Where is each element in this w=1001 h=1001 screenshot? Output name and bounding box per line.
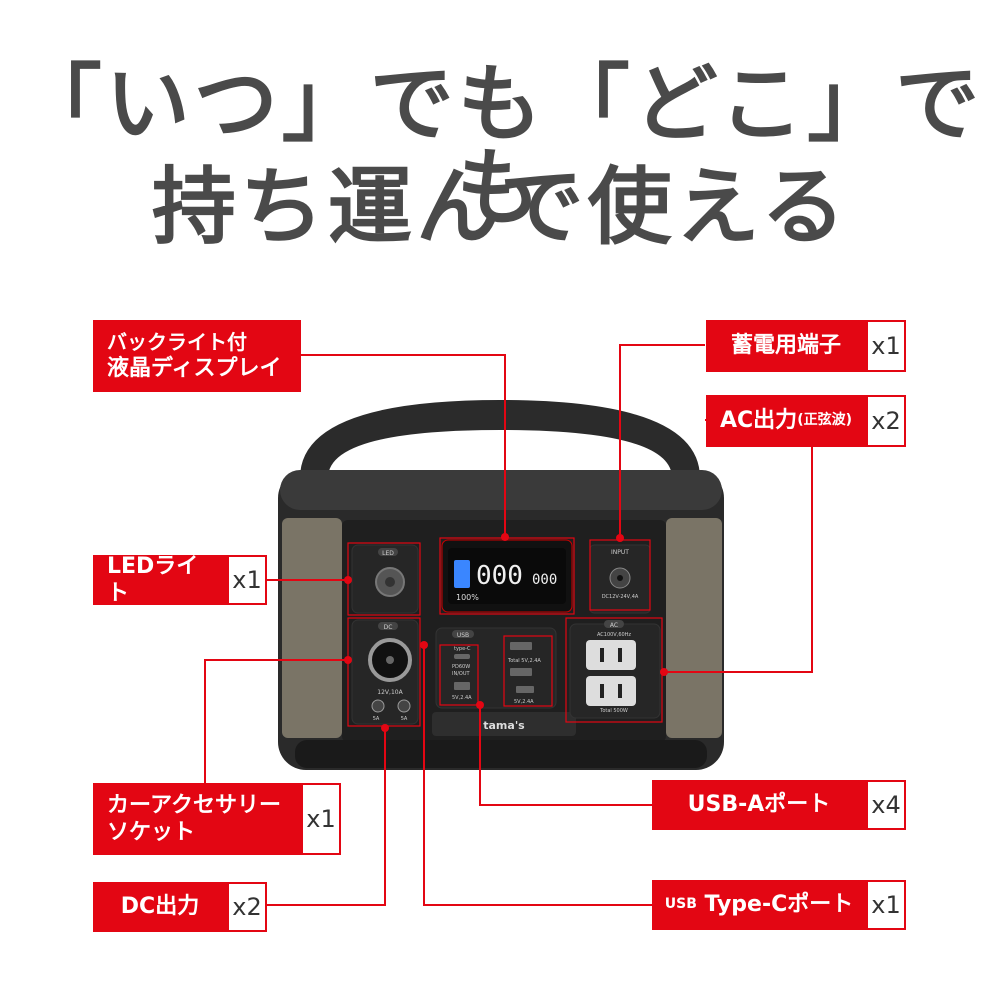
headline-line1: 「いつ」でも「どこ」でも <box>17 55 984 237</box>
usb-total-spec: Total 5V,2.4A <box>507 658 541 664</box>
side-panel-left <box>282 518 342 738</box>
battery-percent: 100% <box>456 593 479 602</box>
dc-callout-label: DC出力 <box>120 894 200 920</box>
ac-outlet-1 <box>586 640 636 670</box>
display-line2: 液晶ディスプレイ <box>107 355 282 381</box>
ac-count: x2 <box>866 395 906 447</box>
brand-logo: tama's <box>483 719 525 732</box>
pd-label: PD60W <box>452 664 470 670</box>
device-base <box>295 740 707 768</box>
ac-outlet-2 <box>586 676 636 706</box>
usba-count: x4 <box>866 780 906 830</box>
battery-icon <box>454 560 470 588</box>
dc-port-right <box>397 699 411 713</box>
usb-a-port-1 <box>510 642 532 650</box>
typec-label: type-C <box>454 646 471 652</box>
usba-label: USB-Aポート <box>687 792 831 818</box>
usb-a-port-left <box>454 682 470 690</box>
ac-label: AC <box>610 622 618 629</box>
side-panel-right <box>666 518 722 738</box>
headline-line2: 持ち運んで使える <box>151 158 850 256</box>
dc-amp-left: 5A <box>373 716 380 722</box>
car-line2: ソケット <box>107 820 196 845</box>
usb-bottom-spec: 5V,2.4A <box>514 699 534 705</box>
dc-spec: 12V,10A <box>377 689 403 696</box>
lcd-digits-main: 000 <box>476 561 523 591</box>
callout-usb-c: USB Type-Cポート x1 <box>652 880 906 930</box>
ac-callout-sub: (正弦波) <box>797 412 852 429</box>
callout-usb-a: USB-Aポート x4 <box>652 780 906 830</box>
usbc-count: x1 <box>866 880 906 930</box>
lcd-digits-sub: 000 <box>532 572 557 588</box>
car-count: x1 <box>301 783 341 855</box>
dc-count: x2 <box>227 882 267 932</box>
led-label: LED <box>382 550 394 557</box>
lcd-screen <box>448 548 566 604</box>
callout-display: バックライト付 液晶ディスプレイ <box>93 320 301 392</box>
usbc-label: Type-Cポート <box>696 892 854 918</box>
dc-amp-right: 5A <box>401 716 408 722</box>
led-count: x1 <box>227 555 267 605</box>
callout-charge-port: 蓄電用端子 x1 <box>706 320 906 372</box>
carry-handle <box>300 400 700 478</box>
car-line1: カーアクセサリー <box>107 792 282 818</box>
usb-c-port <box>454 654 470 659</box>
usb-left-spec: 5V,2.4A <box>452 695 472 701</box>
input-label: INPUT <box>611 549 629 556</box>
usbc-prefix: USB <box>664 896 697 913</box>
display-line1: バックライト付 <box>107 329 247 354</box>
ac-callout-label: AC出力 <box>720 408 798 434</box>
dc-label: DC <box>384 624 393 631</box>
callout-led-light: LEDライト x1 <box>93 553 267 607</box>
usb-label: USB <box>457 632 469 639</box>
callout-ac-output: AC出力 (正弦波) x2 <box>706 395 906 447</box>
callout-dc-output: DC出力 x2 <box>93 882 267 932</box>
dc-port-left <box>371 699 385 713</box>
charge-label: 蓄電用端子 <box>730 333 841 359</box>
charge-count: x1 <box>866 320 906 372</box>
ac-spec: AC100V,60Hz <box>597 632 631 638</box>
ac-total: Total 500W <box>599 708 628 714</box>
device-top <box>280 470 722 510</box>
usb-a-port-2 <box>510 668 532 676</box>
input-spec: DC12V-24V,4A <box>602 594 639 600</box>
brand-strip <box>432 712 576 736</box>
usb-a-port-3 <box>516 686 534 693</box>
inout-label: IN/OUT <box>452 671 470 677</box>
callout-car-socket: カーアクセサリー ソケット x1 <box>93 783 341 855</box>
led-callout-label: LEDライト <box>107 553 199 607</box>
